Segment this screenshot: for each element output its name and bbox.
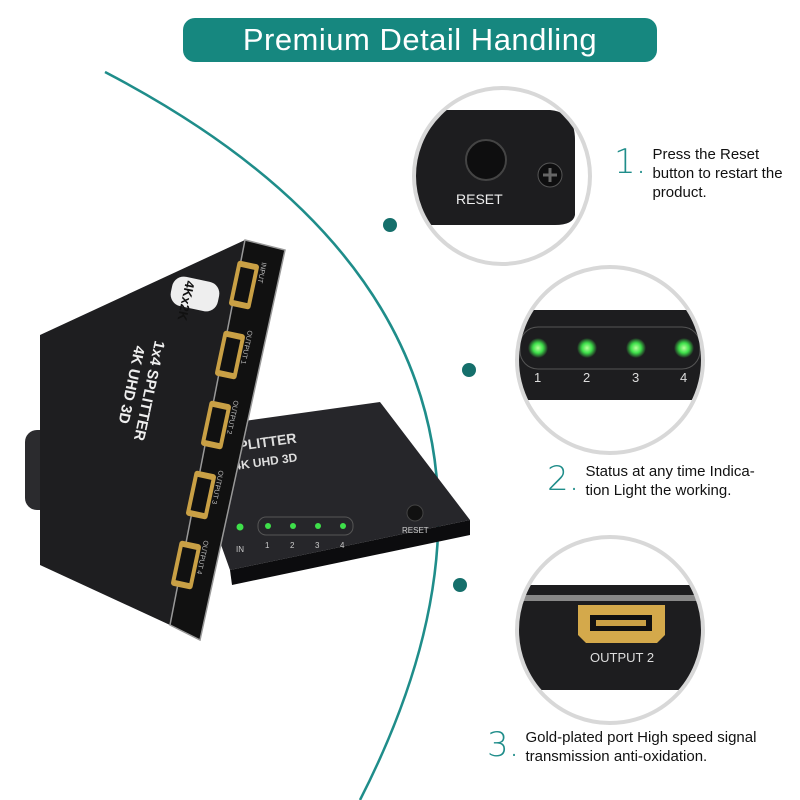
splitter-rear: SPLITTER 4K UHD 3D IN 1 2 3 4 RESET	[180, 402, 470, 585]
svg-text:1: 1	[534, 370, 541, 385]
zoom-leds: 1 2 3 4	[517, 267, 703, 453]
svg-text:2: 2	[583, 370, 590, 385]
feature-text: Status at any time Indica-tion Light the…	[585, 463, 755, 499]
svg-text:RESET: RESET	[402, 526, 429, 535]
reset-button	[406, 504, 424, 522]
svg-text:RESET: RESET	[456, 191, 503, 207]
splitter-front: INPUT OUTPUT 1 OUTPUT 2 OUTPUT 3 OUTPUT …	[25, 239, 286, 642]
svg-text:3: 3	[315, 541, 320, 550]
arc-dot	[383, 218, 397, 232]
feature-3: 3. Gold-plated port High speed signal tr…	[487, 728, 777, 766]
zoom-reset: RESET	[414, 88, 590, 264]
svg-text:2: 2	[290, 541, 295, 550]
arc-dot	[453, 578, 467, 592]
svg-text:INPUT: INPUT	[256, 262, 267, 285]
zoom-port: OUTPUT 2	[517, 537, 703, 723]
svg-text:OUTPUT 2: OUTPUT 2	[590, 650, 654, 665]
title-banner: Premium Detail Handling	[183, 18, 657, 62]
svg-text:3: 3	[632, 370, 639, 385]
feature-text: Press the Reset button to restart the pr…	[652, 146, 783, 201]
svg-text:4: 4	[340, 541, 345, 550]
feature-number: 2.	[547, 459, 580, 499]
feature-number: 1.	[614, 142, 647, 182]
arc-dot	[462, 363, 476, 377]
connector-arc	[104, 70, 440, 800]
feature-1: 1. Press the Reset button to restart the…	[614, 145, 794, 202]
svg-text:4: 4	[680, 370, 687, 385]
svg-text:1: 1	[265, 541, 270, 550]
feature-number: 3.	[487, 725, 520, 765]
svg-text:IN: IN	[236, 545, 244, 554]
feature-text: Gold-plated port High speed signal trans…	[525, 729, 757, 765]
feature-2: 2. Status at any time Indica-tion Light …	[547, 462, 767, 500]
